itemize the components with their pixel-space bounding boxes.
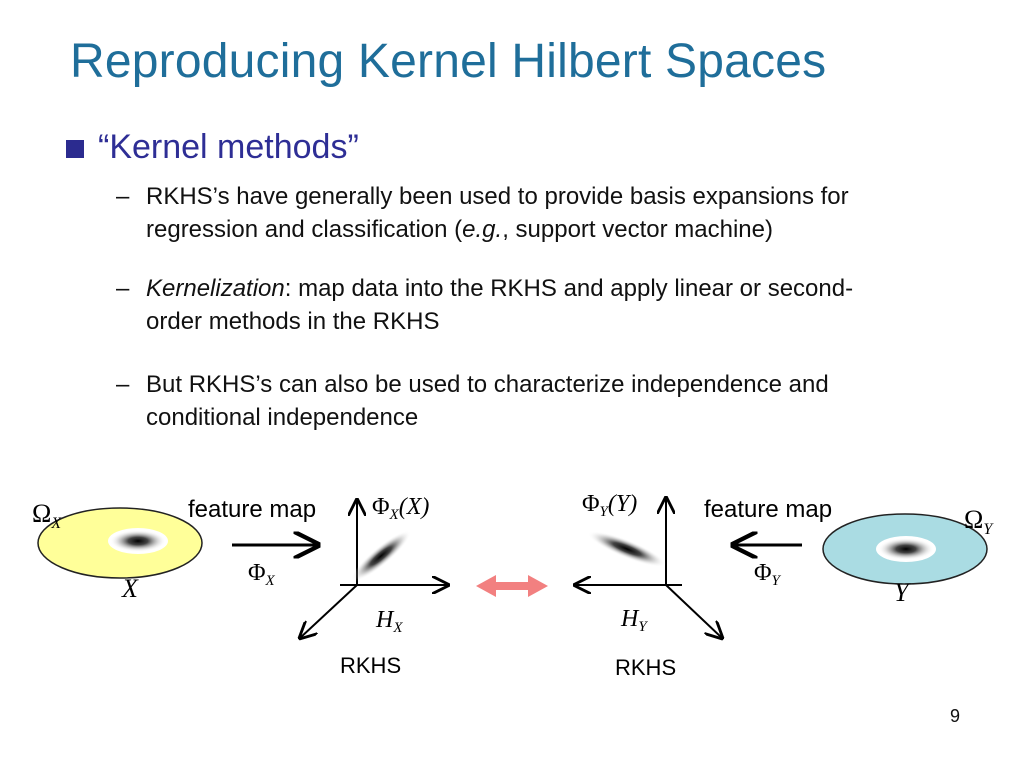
italic-eg: e.g. (462, 216, 503, 243)
text-span: : map data into the RKHS and apply linea… (284, 275, 854, 302)
omega-y-label: ΩY (964, 505, 994, 538)
rkhs-right-label: RKHS (615, 655, 676, 680)
phi-y-arrow-label: ΦY (754, 560, 782, 589)
dash-icon: – (116, 183, 130, 210)
omega-x-density (110, 530, 166, 552)
hx-axis-diag (300, 584, 358, 638)
dash-icon: – (116, 371, 130, 398)
phi-y-of-y-label: ΦY(Y) (582, 491, 637, 520)
bullet-text: “Kernel methods” (98, 128, 359, 166)
sub-bullet-3-line-1: But RKHS’s can also be used to character… (146, 371, 829, 398)
phi-x-arrow-label: ΦX (248, 560, 276, 589)
sub-bullet-2-line-2: order methods in the RKHS (146, 308, 440, 335)
feature-map-right-label: feature map (704, 496, 832, 523)
text-span: regression and classification ( (146, 216, 463, 243)
slide-title: Reproducing Kernel Hilbert Spaces (70, 35, 827, 88)
hx-label: HX (375, 607, 403, 636)
dash-icon: – (116, 275, 130, 302)
hy-axis-diag (665, 584, 722, 638)
bullet-kernel-methods: “Kernel methods” (66, 128, 359, 167)
x-label: X (121, 574, 139, 603)
hx-feature-blob (351, 530, 411, 582)
sub-bullet-1-line-2: regression and classification (e.g., sup… (146, 213, 849, 246)
rkhs-left-label: RKHS (340, 653, 401, 678)
correspondence-double-arrow (476, 575, 548, 597)
omega-y-density (878, 538, 934, 560)
omega-x-label: ΩX (32, 499, 62, 532)
text-span: , support vector machine) (502, 216, 773, 243)
page-number: 9 (950, 706, 961, 726)
italic-kernelization: Kernelization (146, 275, 285, 302)
sub-bullet-2-line-1: Kernelization: map data into the RKHS an… (146, 272, 853, 305)
sub-bullet-1-line-1: RKHS’s have generally been used to provi… (146, 183, 849, 210)
hy-label: HY (620, 606, 648, 635)
feature-map-left-label: feature map (188, 496, 316, 523)
phi-x-of-x-label: ΦX(X) (372, 494, 429, 523)
square-bullet-icon (66, 139, 84, 158)
sub-bullet-3-line-2: conditional independence (146, 404, 419, 431)
hy-feature-blob (587, 531, 667, 567)
y-label: Y (894, 578, 911, 607)
